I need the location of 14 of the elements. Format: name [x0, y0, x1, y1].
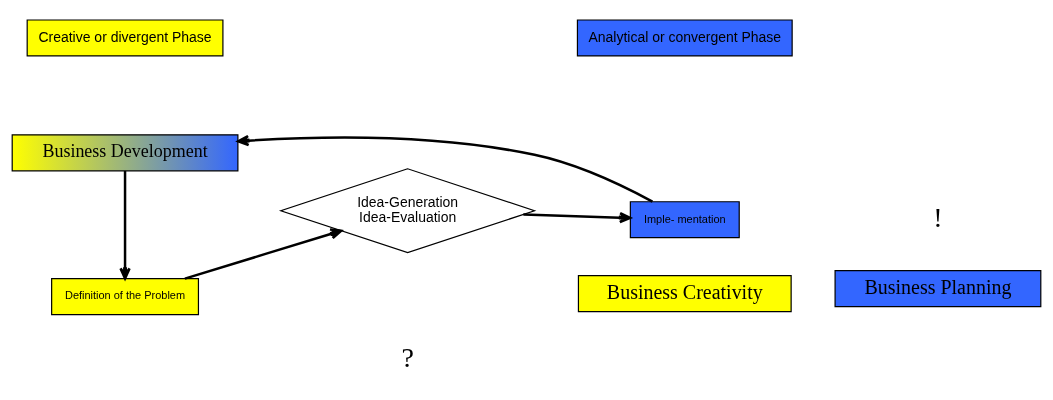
- node-box: Definition of the Problem: [51, 278, 200, 316]
- label: !: [933, 201, 943, 233]
- label: ?: [401, 342, 414, 374]
- arrow: [184, 228, 343, 280]
- node-box: Imple- mentation: [629, 201, 740, 239]
- node-box: Analytical or convergent Phase: [576, 19, 793, 57]
- arrow: [237, 134, 653, 203]
- arrow: [523, 211, 632, 224]
- arrow: [119, 170, 131, 280]
- node-diamond: Idea-Generation Idea-Evaluation: [278, 168, 537, 254]
- node-box: Creative or divergent Phase: [26, 19, 224, 57]
- node-box: Business Creativity: [577, 275, 792, 313]
- node-box: Business Planning: [834, 270, 1042, 308]
- node-box: Business Development: [11, 134, 239, 172]
